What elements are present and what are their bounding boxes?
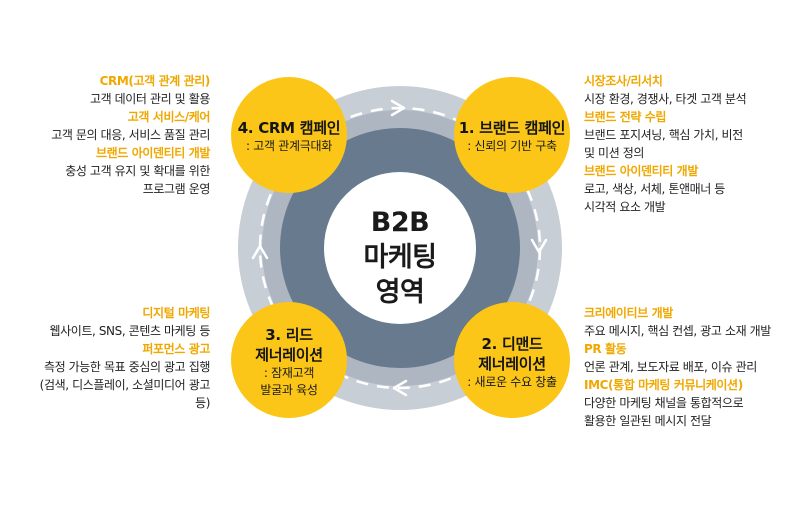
lead-gen-activities-list: 디지털 마케팅 웹사이트, SNS, 콘텐츠 마케팅 등 퍼포먼스 광고 측정 … — [0, 304, 211, 412]
phase-2-title-line-1: 2. 디맨드 — [481, 335, 543, 353]
pr-heading: PR 활동 — [584, 342, 627, 356]
digital-marketing-description: 웹사이트, SNS, 콘텐츠 마케팅 등 — [49, 324, 210, 338]
crm-description: 고객 데이터 관리 및 활용 — [89, 92, 210, 106]
center-line-3: 영역 — [375, 277, 425, 308]
phase-circle-1 — [454, 77, 570, 193]
center-circle — [324, 172, 476, 324]
brand-strategy-description-line-1: 브랜드 포지셔닝, 핵심 가치, 비전 — [584, 128, 743, 142]
pr-description: 언론 관계, 보도자료 배포, 이슈 관리 — [584, 360, 757, 374]
creative-description: 주요 메시지, 핵심 컨셉, 광고 소재 개발 — [584, 324, 771, 338]
creative-heading: 크리에이티브 개발 — [584, 306, 673, 320]
phase-4-subtitle: : 고객 관계극대화 — [246, 139, 332, 153]
phase-4-label: 4. CRM 캠페인 : 고객 관계극대화 — [229, 118, 349, 155]
phase-circle-4 — [231, 77, 347, 193]
phase-3-title-line-2: 제너레이션 — [255, 346, 323, 364]
brand-strategy-heading: 브랜드 전략 수립 — [584, 110, 667, 124]
digital-marketing-heading: 디지털 마케팅 — [142, 306, 210, 320]
performance-ad-description-line-3: 등) — [195, 396, 210, 410]
center-line-2: 마케팅 — [363, 242, 437, 273]
phase-2-subtitle: : 새로운 수요 창출 — [467, 375, 557, 389]
center-title: B2B 마케팅 영역 — [320, 205, 480, 310]
arrow-icon-right — [530, 238, 548, 254]
performance-ad-description-line-1: 측정 가능한 목표 중심의 광고 집행 — [43, 360, 210, 374]
imc-description-line-1: 다양한 마케팅 채널을 통합적으로 — [584, 396, 744, 410]
brand-identity-description-line-1: 로고, 색상, 서체, 톤앤매너 등 — [584, 182, 725, 196]
phase-1-subtitle: : 신뢰의 기반 구축 — [467, 139, 557, 153]
imc-description-line-2: 활용한 일관된 메시지 전달 — [584, 414, 712, 428]
arrow-icon-bottom — [392, 379, 408, 397]
phase-1-label: 1. 브랜드 캠페인 : 신뢰의 기반 구축 — [452, 118, 572, 155]
performance-ad-description-line-2: (검색, 디스플레이, 소셜미디어 광고 — [39, 378, 211, 392]
crm-activities-list: CRM(고객 관계 관리) 고객 데이터 관리 및 활용 고객 서비스/케어 고… — [0, 72, 210, 198]
arrow-icon-top — [390, 99, 406, 117]
loyalty-description-line-2: 프로그램 운영 — [142, 182, 211, 196]
phase-4-title: 4. CRM 캠페인 — [237, 119, 341, 137]
brand-campaign-activities-list: 시장조사/리서치 시장 환경, 경쟁사, 타겟 고객 분석 브랜드 전략 수립 … — [584, 72, 799, 216]
loyalty-heading: 브랜드 아이덴티티 개발 — [96, 146, 210, 160]
customer-service-description: 고객 문의 대응, 서비스 품질 관리 — [51, 128, 210, 142]
phase-1-title: 1. 브랜드 캠페인 — [458, 119, 566, 137]
imc-heading: IMC(통합 마케팅 커뮤니케이션) — [584, 378, 743, 392]
phase-3-title-line-1: 3. 리드 — [265, 326, 313, 344]
market-research-description: 시장 환경, 경쟁사, 타겟 고객 분석 — [584, 92, 747, 106]
phase-circle-3 — [231, 302, 347, 418]
phase-3-label: 3. 리드 제너레이션 : 잠재고객 발굴과 육성 — [229, 325, 349, 399]
brand-identity-heading: 브랜드 아이덴티티 개발 — [584, 164, 698, 178]
customer-service-heading: 고객 서비스/케어 — [127, 110, 211, 124]
market-research-heading: 시장조사/리서치 — [584, 74, 663, 88]
demand-gen-activities-list: 크리에이티브 개발 주요 메시지, 핵심 컨셉, 광고 소재 개발 PR 활동 … — [584, 304, 799, 430]
phase-3-subtitle-line-2: 발굴과 육성 — [260, 383, 318, 397]
brand-strategy-description-line-2: 및 미션 정의 — [584, 146, 645, 160]
crm-heading: CRM(고객 관계 관리) — [99, 74, 211, 88]
performance-ad-heading: 퍼포먼스 광고 — [142, 342, 210, 356]
brand-identity-description-line-2: 시각적 요소 개발 — [584, 200, 666, 214]
phase-3-subtitle-line-1: : 잠재고객 — [263, 366, 315, 380]
arrow-icon-left — [251, 244, 269, 260]
loyalty-description-line-1: 충성 고객 유지 및 확대를 위한 — [65, 164, 210, 178]
phase-2-label: 2. 디맨드 제너레이션 : 새로운 수요 창출 — [452, 334, 572, 391]
center-line-1: B2B — [370, 207, 430, 238]
phase-2-title-line-2: 제너레이션 — [478, 355, 546, 373]
phase-circle-2 — [454, 302, 570, 418]
